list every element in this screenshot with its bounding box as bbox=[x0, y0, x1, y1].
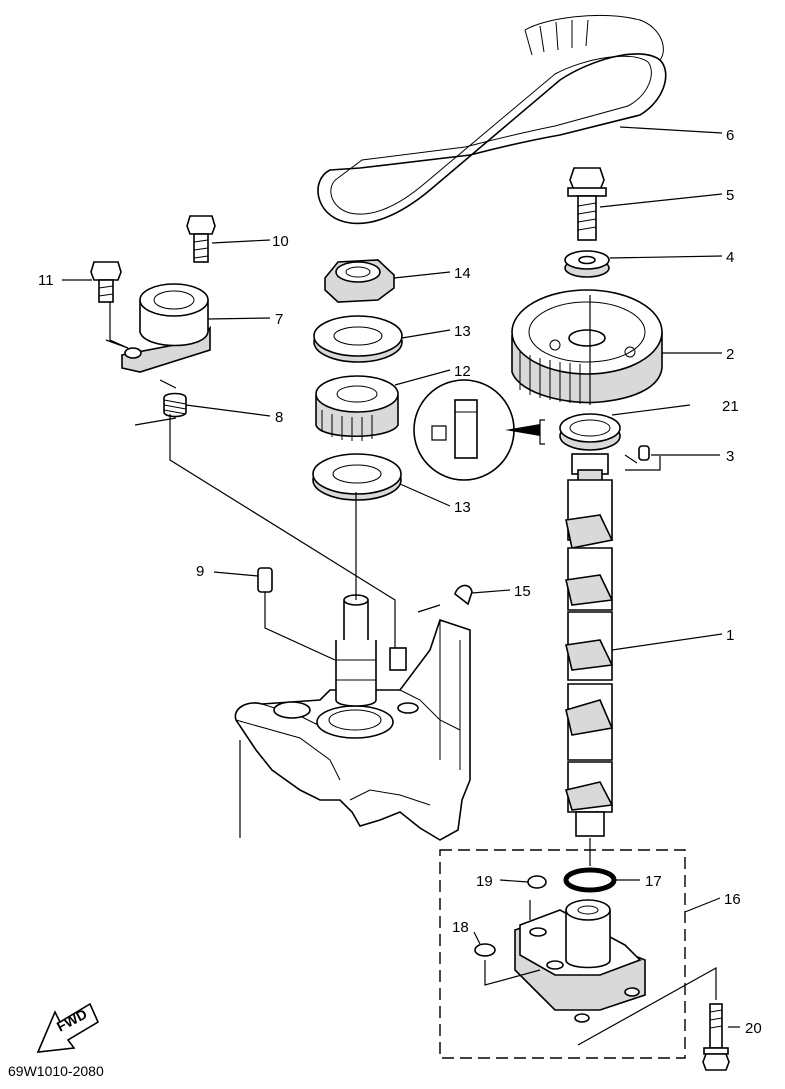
bolt-5[interactable] bbox=[567, 167, 607, 241]
callout-12: 12 bbox=[454, 363, 471, 380]
spring-8[interactable] bbox=[163, 392, 187, 418]
callout-6: 6 bbox=[726, 127, 734, 144]
callout-21: 21 bbox=[722, 398, 739, 415]
plate-13-lower[interactable] bbox=[312, 453, 402, 501]
callout-13-lower: 13 bbox=[454, 499, 471, 516]
dowel-pin-9[interactable] bbox=[257, 567, 273, 593]
bolt-20[interactable] bbox=[702, 1003, 730, 1071]
washer-4[interactable] bbox=[564, 250, 610, 278]
oil-pump-group bbox=[439, 849, 686, 1059]
callout-19: 19 bbox=[476, 873, 493, 890]
dowel-pin-3[interactable] bbox=[638, 445, 650, 461]
bolt-11[interactable] bbox=[90, 261, 122, 303]
callout-18: 18 bbox=[452, 919, 469, 936]
callout-7: 7 bbox=[275, 311, 283, 328]
callout-15: 15 bbox=[514, 583, 531, 600]
engine-block bbox=[234, 594, 471, 841]
oil-pump-16[interactable] bbox=[514, 899, 646, 1023]
camshaft-pulley[interactable] bbox=[511, 289, 663, 404]
bolt-10[interactable] bbox=[186, 215, 216, 263]
detail-inset bbox=[413, 379, 540, 481]
callout-17: 17 bbox=[645, 873, 662, 890]
drawing-code: 69W1010-2080 bbox=[8, 1063, 104, 1079]
callouts: 1 2 3 4 5 6 7 8 9 10 11 12 13 13 14 15 1… bbox=[38, 127, 762, 1037]
gear-12[interactable] bbox=[315, 375, 399, 441]
timing-belt[interactable] bbox=[317, 15, 667, 225]
key-15[interactable] bbox=[454, 584, 473, 606]
callout-1: 1 bbox=[726, 627, 734, 644]
o-ring-19[interactable] bbox=[527, 875, 547, 889]
tensioner-7[interactable] bbox=[121, 283, 211, 373]
nut-14[interactable] bbox=[324, 259, 395, 303]
callout-8: 8 bbox=[275, 409, 283, 426]
callout-3: 3 bbox=[726, 448, 734, 465]
camshaft[interactable] bbox=[564, 453, 614, 837]
fwd-arrow-icon: FWD bbox=[36, 1002, 100, 1053]
o-ring-18[interactable] bbox=[474, 943, 496, 957]
callout-5: 5 bbox=[726, 187, 734, 204]
callout-9: 9 bbox=[196, 563, 204, 580]
plate-13-upper[interactable] bbox=[313, 315, 403, 363]
callout-14: 14 bbox=[454, 265, 471, 282]
callout-10: 10 bbox=[272, 233, 289, 250]
callout-20: 20 bbox=[745, 1020, 762, 1037]
callout-4: 4 bbox=[726, 249, 734, 266]
leader-lines bbox=[62, 126, 740, 1046]
callout-2: 2 bbox=[726, 346, 734, 363]
callout-13-upper: 13 bbox=[454, 323, 471, 340]
o-ring-17[interactable] bbox=[563, 867, 617, 893]
oil-seal-21[interactable] bbox=[539, 413, 621, 451]
callout-11: 11 bbox=[38, 272, 54, 289]
callout-16: 16 bbox=[724, 891, 741, 908]
